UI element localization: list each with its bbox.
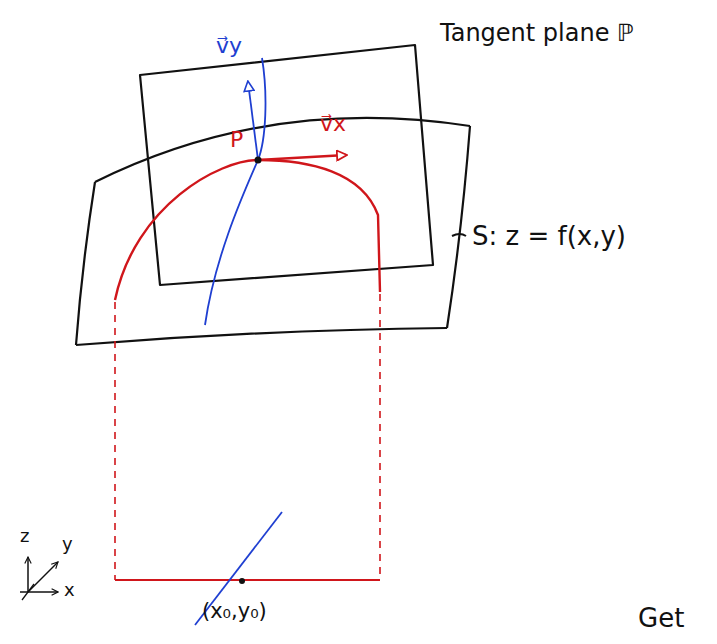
plane-label: Tangent plane ℙ [438,20,636,46]
point-label: P [228,128,245,152]
surface-edge [95,118,470,182]
axis-line [20,591,58,593]
axis-line [22,584,34,600]
axis-label: z [18,526,31,546]
coordinate-label: (x₀,y₀) [200,600,269,623]
point-dot [239,578,245,584]
tangent-plane [140,45,433,285]
x-section-curve [115,160,380,300]
surface-edge [76,328,447,345]
axis-label: y [60,534,75,554]
leader-line [452,234,466,236]
note-text: Get [636,604,686,633]
surface-edge [76,182,95,345]
projection-line [115,294,380,580]
axis-line [28,562,58,592]
vector-arrow [258,155,346,160]
y-section-curve [205,58,265,325]
surface-label: S: z = f(x,y) [470,222,628,251]
axis-line [27,557,29,592]
axis-label: x [62,580,77,600]
vector-label: v⃗x [318,112,348,136]
vector-label: v⃗y [214,34,244,58]
projection-line [115,579,380,581]
surface-edge [447,126,470,328]
point-dot [255,157,262,164]
projection-line [195,512,282,625]
vector-arrow [248,82,258,160]
